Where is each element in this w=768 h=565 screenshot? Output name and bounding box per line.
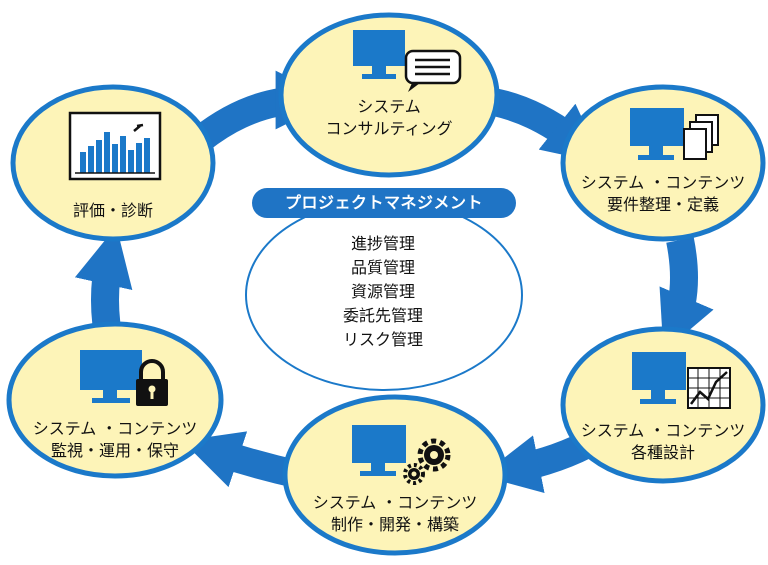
management-item: 委託先管理 [342, 306, 423, 325]
monitor-gears-icon [352, 425, 451, 485]
monitor-chat-icon [353, 30, 462, 92]
consulting-label: システム コンサルティング [304, 96, 474, 140]
monitor-lock-icon [80, 350, 168, 406]
management-item: リスク管理 [342, 330, 423, 349]
design-label-line1: システム ・コンテンツ [580, 421, 746, 440]
consulting-label-line1: システム [357, 97, 421, 116]
operation-label-line1: システム ・コンテンツ [32, 419, 198, 438]
evaluation-label: 評価・診断 [38, 200, 188, 222]
development-label-line1: システム ・コンテンツ [312, 493, 478, 512]
requirements-label: システム ・コンテンツ 要件整理・定義 [570, 172, 756, 216]
management-item: 資源管理 [350, 282, 415, 301]
evaluation-label-line1: 評価・診断 [72, 201, 153, 220]
management-item: 進捗管理 [350, 234, 415, 253]
design-label-line2: 各種設計 [630, 443, 695, 462]
arrow-requirements-to-design [659, 237, 714, 353]
development-label: システム ・コンテンツ 制作・開発・構築 [302, 492, 488, 536]
management-item: 品質管理 [350, 258, 415, 277]
requirements-label-line1: システム ・コンテンツ [580, 173, 746, 192]
project-management-label: プロジェクトマネジメント [284, 193, 483, 212]
monitor-documents-icon [630, 108, 719, 160]
management-items-list: 進捗管理 品質管理 資源管理 委託先管理 リスク管理 [313, 232, 453, 352]
monitor-chart-icon [632, 352, 731, 409]
development-label-line2: 制作・開発・構築 [330, 515, 459, 534]
consulting-label-line2: コンサルティング [325, 119, 453, 138]
project-management-pill [252, 188, 516, 218]
operation-label-line2: 監視・運用・保守 [50, 441, 179, 460]
design-label: システム ・コンテンツ 各種設計 [570, 420, 756, 464]
operation-label: システム ・コンテンツ 監視・運用・保守 [22, 418, 208, 462]
bar-chart-board-icon [68, 111, 162, 181]
requirements-label-line2: 要件整理・定義 [606, 195, 719, 214]
